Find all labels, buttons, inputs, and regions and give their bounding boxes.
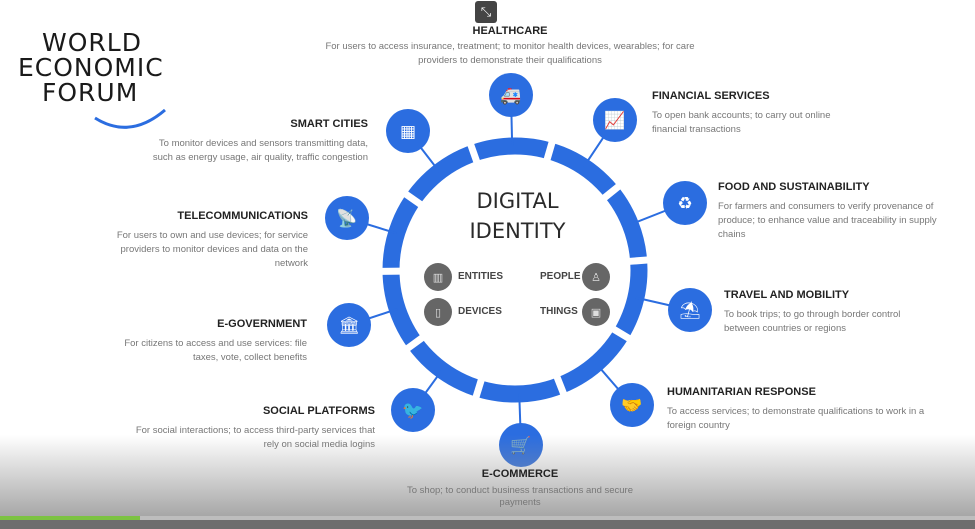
logo-swoosh bbox=[94, 108, 166, 129]
building-icon-circle bbox=[424, 263, 452, 291]
beach-umbrella-icon: ⛱ bbox=[679, 301, 701, 321]
subject-things: THINGS bbox=[540, 306, 578, 317]
qr-code-icon: ▦ bbox=[400, 122, 416, 142]
ring-gap bbox=[542, 138, 557, 164]
chart-icon: 📈 bbox=[604, 110, 625, 131]
subject-entities: ENTITIES bbox=[458, 271, 504, 282]
box-icon: ▣ bbox=[591, 306, 601, 319]
recycle-icon-circle bbox=[663, 181, 707, 225]
ring-gap bbox=[471, 376, 486, 402]
logo-line: WORLD bbox=[42, 28, 142, 57]
center-title: DIGITAL IDENTITY bbox=[445, 186, 590, 246]
logo-line: FORUM bbox=[42, 78, 139, 107]
person-icon-circle bbox=[582, 263, 610, 291]
bird-icon-circle bbox=[391, 388, 435, 432]
chart-icon-circle bbox=[593, 98, 637, 142]
player-controls-bar bbox=[0, 520, 975, 529]
ring-gap bbox=[599, 181, 624, 203]
subject-people: PEOPLE bbox=[540, 271, 581, 282]
bird-icon: 🐦 bbox=[402, 401, 423, 421]
antenna-icon-circle bbox=[325, 196, 369, 240]
restore-window-icon[interactable]: ⤡ bbox=[475, 1, 497, 23]
ring-gap bbox=[466, 140, 482, 166]
wef-logo: WORLD ECONOMIC FORUM bbox=[18, 30, 164, 105]
ambulance-icon: 🚑 bbox=[500, 86, 521, 106]
antenna-icon: 📡 bbox=[336, 207, 357, 229]
ring-gap bbox=[626, 256, 651, 266]
ambulance-icon-circle bbox=[489, 73, 533, 117]
handshake-icon: 🤝 bbox=[621, 396, 642, 416]
cart-icon: 🛒 bbox=[510, 435, 531, 456]
ring-gap bbox=[552, 372, 568, 398]
person-icon: ♙ bbox=[591, 271, 601, 284]
logo-line: ECONOMIC bbox=[18, 53, 164, 82]
recycle-icon: ♻ bbox=[677, 194, 692, 214]
ring-gap bbox=[401, 189, 426, 209]
handshake-icon-circle bbox=[610, 383, 654, 427]
box-icon-circle bbox=[582, 298, 610, 326]
ring-gap bbox=[609, 324, 634, 344]
phone-icon: ▯ bbox=[435, 306, 441, 319]
phone-icon-circle bbox=[424, 298, 452, 326]
subject-devices: DEVICES bbox=[458, 306, 502, 317]
qr-code-icon-circle bbox=[386, 109, 430, 153]
title-line: IDENTITY bbox=[469, 219, 566, 243]
government-building-icon-circle bbox=[327, 303, 371, 347]
beach-umbrella-icon-circle bbox=[668, 288, 712, 332]
title-line: DIGITAL bbox=[476, 189, 559, 213]
government-building-icon: 🏛 bbox=[338, 316, 360, 336]
building-icon: ▥ bbox=[433, 271, 443, 284]
video-progress-bar[interactable] bbox=[0, 516, 975, 520]
ring-gap bbox=[403, 333, 427, 354]
progress-fill bbox=[0, 516, 141, 520]
